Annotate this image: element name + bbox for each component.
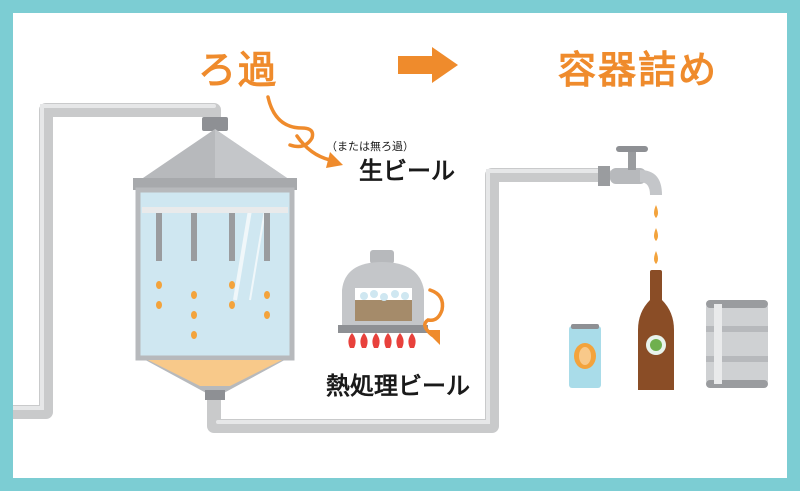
step-fill-title: 容器詰め bbox=[558, 48, 719, 92]
flame-icon bbox=[348, 333, 416, 348]
right-arrow-icon bbox=[398, 47, 458, 83]
beer-bottle bbox=[638, 270, 674, 390]
inlet-pipe bbox=[13, 103, 221, 419]
beer-drops bbox=[654, 205, 658, 264]
faucet-icon bbox=[598, 146, 662, 195]
heat-treatment-vessel bbox=[338, 250, 428, 348]
heat-treated-beer-label: 熱処理ビール bbox=[326, 372, 470, 400]
beer-can bbox=[569, 324, 601, 388]
curved-arrow-raw bbox=[266, 95, 343, 168]
filter-tank bbox=[133, 117, 297, 400]
pipes bbox=[13, 103, 612, 433]
raw-beer-note: （または無ろ過） bbox=[326, 140, 414, 153]
raw-beer-label: 生ビール bbox=[359, 157, 455, 185]
curved-arrow-heat bbox=[423, 288, 445, 345]
outlet-pipe bbox=[207, 168, 612, 433]
step-filter-title: ろ過 bbox=[198, 48, 279, 92]
beer-keg bbox=[706, 300, 768, 388]
